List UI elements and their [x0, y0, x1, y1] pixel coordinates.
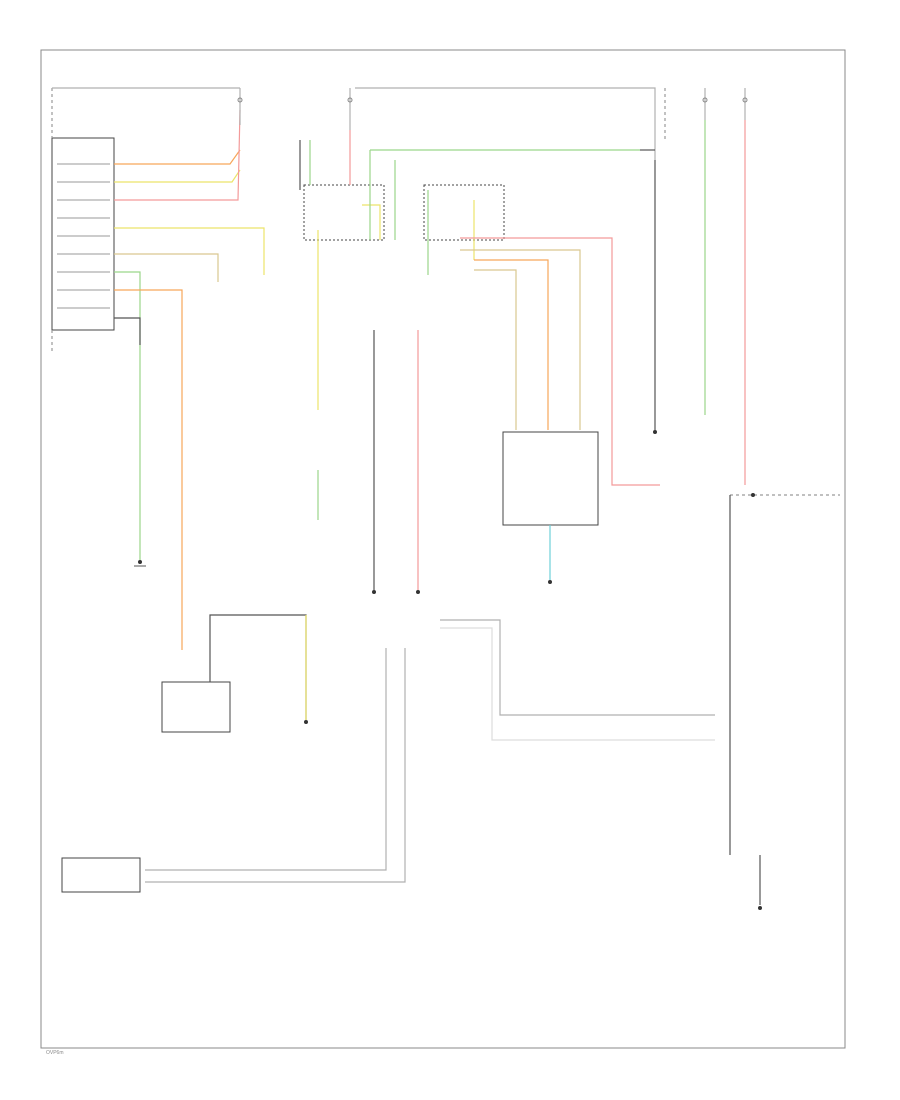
diagram-border	[40, 49, 846, 1049]
red-relay-wire	[460, 237, 660, 486]
lamp-module	[502, 431, 599, 584]
center-switches	[372, 330, 420, 594]
right-junction	[729, 493, 840, 855]
ground-left	[134, 560, 146, 567]
module-pin-labels	[57, 163, 110, 309]
relay-left	[299, 130, 385, 520]
module-output-wires	[114, 109, 265, 650]
fuse-top-center	[237, 88, 353, 130]
lower-right-ground	[758, 855, 762, 910]
ground-right-top	[653, 160, 657, 434]
footer-code: OVP6m	[46, 1050, 64, 1056]
relay-right	[369, 149, 655, 275]
instrument-cluster	[61, 857, 141, 893]
orange-relay-wire	[474, 259, 549, 430]
dimmer-connector	[145, 619, 715, 883]
tan-relay-wire	[474, 269, 517, 430]
tan-relay-wire-2	[460, 249, 581, 430]
top-bus-wire	[52, 87, 656, 160]
right-fuse-column	[664, 88, 748, 485]
lower-left-module	[161, 614, 308, 733]
front-control-module	[51, 88, 115, 352]
